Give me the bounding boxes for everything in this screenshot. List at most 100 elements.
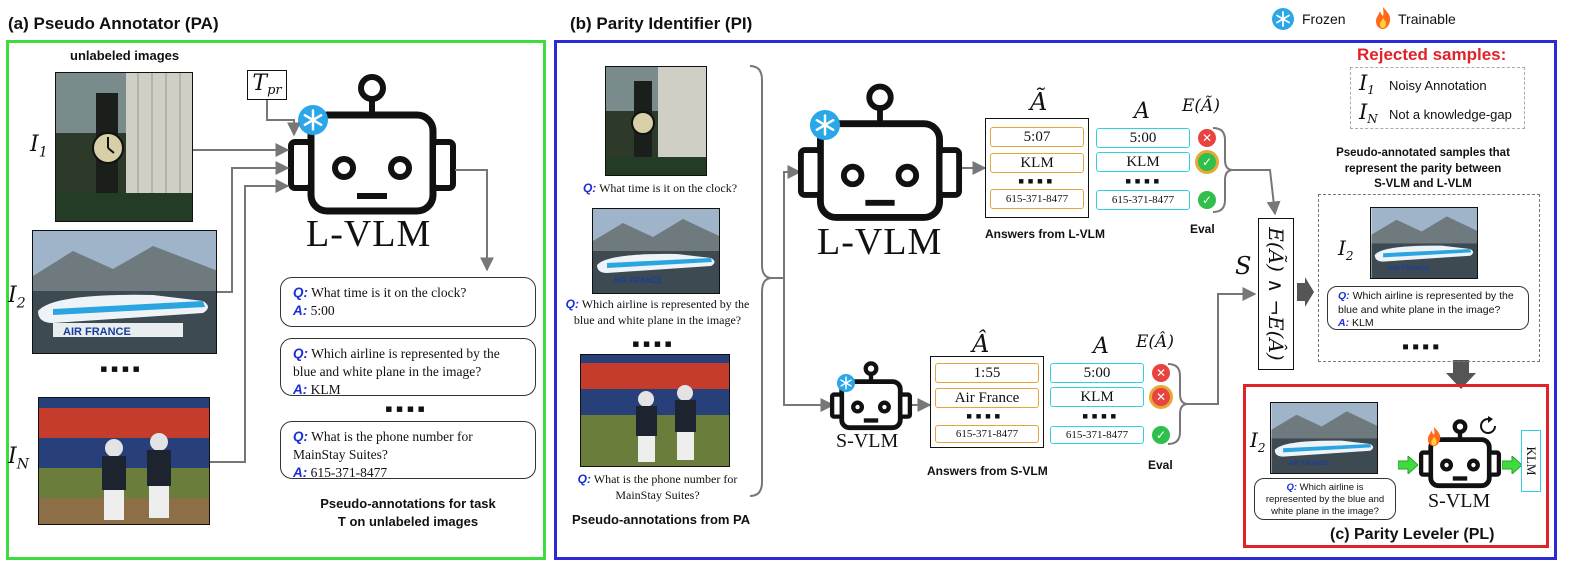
panel-c-airplane-image: AIR FRANCE (1270, 402, 1378, 474)
rejected-item-1: I1 Noisy Annotation (1359, 71, 1487, 98)
images-ellipsis: ▪▪▪▪ (100, 356, 144, 381)
panel-c-output: KLM (1524, 446, 1539, 476)
parity-ellipsis: ▪▪▪▪ (1402, 336, 1443, 358)
s-gt-2: KLM (1050, 387, 1144, 407)
snowflake-icon (298, 105, 328, 135)
l-gt-ellipsis: ▪▪▪▪ (1125, 171, 1163, 191)
s-answers-header: Â (972, 330, 990, 358)
rejected-item-2: IN Not a knowledge-gap (1359, 100, 1512, 127)
robot-icon (288, 74, 456, 215)
selection-expression: E(Ã) ∧ ¬E(Â) (1264, 227, 1288, 361)
l-gt-3: 615-371-8477 (1096, 190, 1190, 210)
baseball-image (38, 397, 210, 525)
l-answers-caption: Answers from L-VLM (985, 227, 1106, 241)
eval-caption-s: Eval (1148, 458, 1173, 472)
input-q1: Q: What time is it on the clock? (582, 181, 738, 195)
s-answer-3: 615-371-8477 (935, 425, 1039, 443)
snowflake-icon (837, 374, 855, 392)
l-answers-frame (985, 118, 1089, 218)
panel-a-arrows (193, 100, 494, 463)
flame-icon (1376, 7, 1391, 29)
template-box: Tpr (247, 70, 287, 100)
svg-text:AIR FRANCE: AIR FRANCE (63, 326, 131, 338)
l-answers-header: Ã (1030, 88, 1048, 116)
s-answers-frame (930, 356, 1044, 448)
svg-text:AIR FRANCE: AIR FRANCE (1288, 460, 1330, 467)
flame-icon (1427, 426, 1441, 447)
s-answer-1: 1:55 (935, 363, 1039, 383)
panel-a-title: (a) Pseudo Annotator (PA) (8, 14, 219, 33)
refresh-icon (1480, 416, 1496, 434)
svg-text:AIR FRANCE: AIR FRANCE (613, 276, 663, 285)
image-label-in: IN (8, 444, 29, 473)
panel-a-frame (6, 40, 546, 560)
image-label-i2: I2 (8, 283, 26, 312)
s-gt-3: 615-371-8477 (1050, 426, 1144, 444)
check-icon: ✓ (1152, 426, 1170, 444)
rejected-title: Rejected samples: (1357, 45, 1507, 64)
s-gt-ellipsis: ▪▪▪▪ (1082, 406, 1120, 426)
clock-image (55, 72, 193, 222)
s-eval-header: E(Â) (1136, 332, 1174, 352)
parity-image-label: I2 (1338, 236, 1354, 263)
input-q2: Q: Which airline is represented by the b… (565, 297, 750, 327)
input-baseball-image (580, 354, 730, 467)
l-gt-header: A (1134, 99, 1150, 124)
s-gt-header: A (1093, 334, 1109, 359)
image-label-i1: I1 (30, 132, 48, 161)
s-vlm-label-b: S-VLM (836, 430, 899, 452)
qa-box-1: Q: What time is it on the clock? A: 5:00 (280, 277, 536, 327)
input-q3: Q: What is the phone number for MainStay… (577, 472, 738, 502)
rejected-box: I1 Noisy Annotation IN Not a knowledge-g… (1350, 67, 1525, 129)
l-answer-2: KLM (990, 153, 1084, 173)
arrow-icon (1502, 456, 1522, 474)
panel-c-frame (1243, 384, 1549, 548)
l-vlm-label-b: L-VLM (817, 221, 943, 263)
inputs-ellipsis: ▪▪▪▪ (632, 331, 676, 356)
l-gt-1: 5:00 (1096, 128, 1190, 148)
arrow-icon (1398, 456, 1418, 474)
panel-c-image-label: I2 (1250, 428, 1266, 455)
panel-b-frame (554, 40, 1557, 560)
qa-box-3: Q: What is the phone number for MainStay… (280, 421, 536, 480)
legend-trainable-label: Trainable (1398, 11, 1456, 27)
panel-c-title: (c) Parity Leveler (PL) (1330, 526, 1495, 543)
robot-icon (797, 83, 963, 221)
unlabeled-images-caption: unlabeled images (70, 48, 180, 63)
inputs-caption: Pseudo-annotations from PA (572, 512, 751, 527)
selection-box: E(Ã) ∧ ¬E(Â) (1258, 218, 1294, 370)
selection-symbol: S (1235, 252, 1252, 280)
panel-b-title: (b) Parity Identifier (PI) (570, 14, 753, 33)
snowflake-icon (1272, 8, 1294, 30)
l-answer-1: 5:07 (990, 127, 1084, 147)
robot-icon (1418, 419, 1502, 489)
l-vlm-label-a: L-VLM (306, 213, 432, 255)
robot-icon (829, 361, 913, 431)
cross-icon: ✕ (1198, 129, 1216, 147)
cross-icon: ✕ (1152, 388, 1170, 406)
s-gt-1: 5:00 (1050, 363, 1144, 383)
legend-frozen-label: Frozen (1302, 11, 1346, 27)
check-icon: ✓ (1198, 191, 1216, 209)
panel-c-qa-box: Q: Which airline is represented by the b… (1254, 478, 1396, 520)
legend: Frozen Trainable (1272, 7, 1492, 32)
cross-icon: ✕ (1152, 364, 1170, 382)
l-gt-2: KLM (1096, 152, 1190, 172)
snowflake-icon (810, 110, 840, 140)
input-airplane-image: AIR FRANCE (592, 208, 720, 294)
s-answer-2: Air France (935, 388, 1039, 408)
check-icon: ✓ (1198, 153, 1216, 171)
svg-text:AIR FRANCE: AIR FRANCE (1388, 265, 1430, 272)
airplane-image: AIR FRANCE (32, 230, 217, 354)
eval-caption-l: Eval (1190, 222, 1215, 236)
parity-airplane-image: AIR FRANCE (1370, 207, 1478, 279)
parity-qa-box: Q: Which airline is represented by the b… (1327, 286, 1529, 330)
s-answers-ellipsis: ▪▪▪▪ (966, 406, 1004, 426)
input-clock-image (605, 66, 707, 176)
l-eval-header: E(Ã) (1182, 96, 1220, 116)
panel-c-output-box: KLM (1521, 430, 1541, 492)
s-answers-caption: Answers from S-VLM (927, 464, 1048, 478)
